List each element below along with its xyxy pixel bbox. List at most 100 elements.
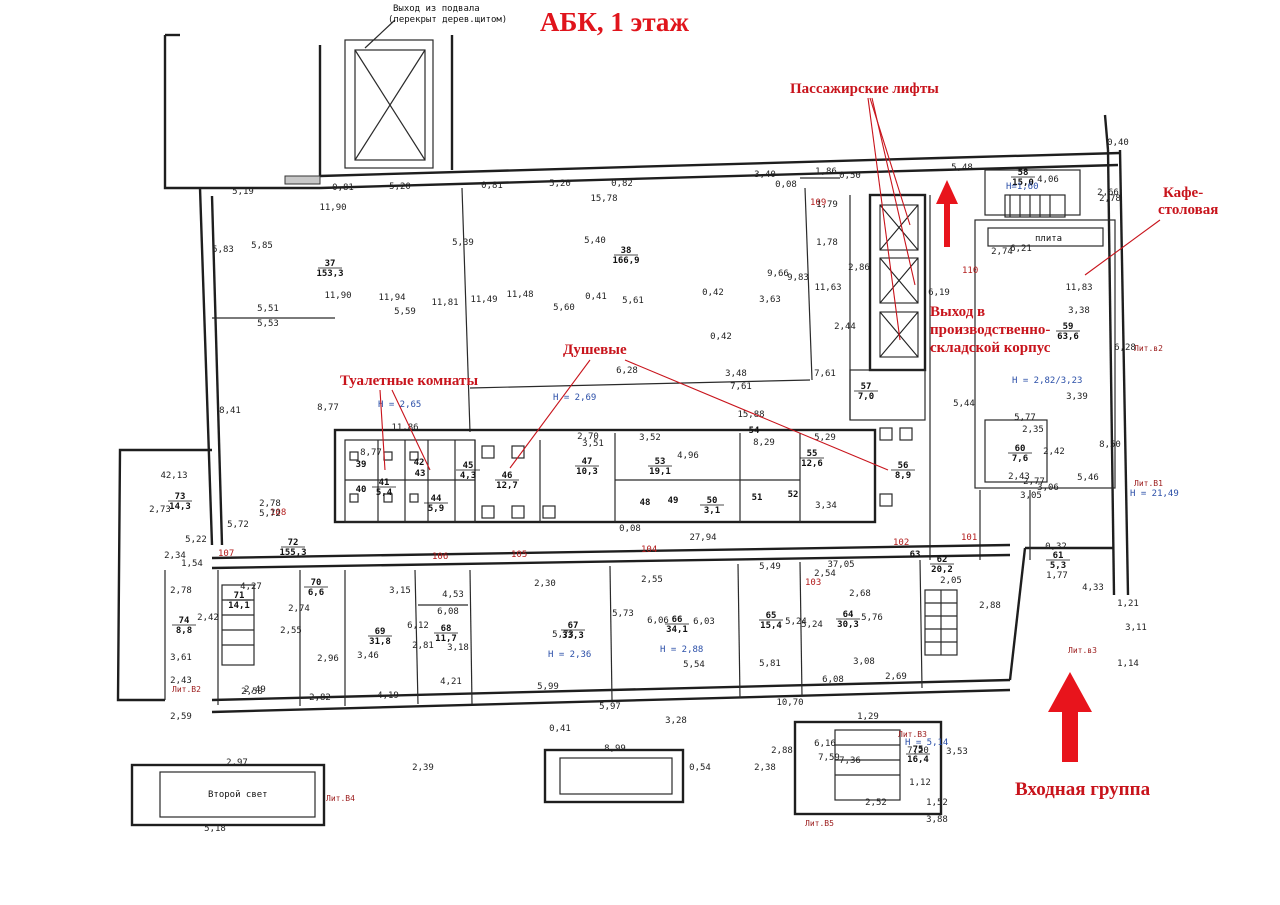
- dimension-label: 7,59: [818, 753, 840, 763]
- room-area: 12,7: [496, 481, 518, 491]
- dimension-label: 2,96: [317, 654, 339, 664]
- lift-shafts: [849, 193, 931, 560]
- room-number: 59: [1063, 322, 1074, 332]
- dimension-label: 0,81: [481, 181, 503, 191]
- dimension-label: 3,38: [1068, 306, 1090, 316]
- dimension-label: 11,90: [319, 203, 346, 213]
- dimension-label: 2,55: [280, 626, 302, 636]
- dimension-label: 11,94: [378, 293, 405, 303]
- room-area: 31,8: [369, 637, 391, 647]
- dimension-label: 2,43: [1008, 472, 1030, 482]
- room-number: 42: [414, 458, 425, 468]
- room-area: 30,3: [837, 620, 859, 630]
- dimension-label: 3,88: [926, 815, 948, 825]
- basement-exit-stair: Выход из подвала (перекрыт дерев.щитом): [284, 4, 507, 185]
- height-label: H = 5,14: [905, 738, 948, 748]
- axis-mark: 104: [641, 545, 657, 555]
- dimension-label: 15,78: [590, 194, 617, 204]
- lit-label: Лит.В1: [1134, 479, 1163, 488]
- axis-mark: 103: [805, 578, 821, 588]
- dimension-label: 4,19: [377, 691, 399, 701]
- dimension-label: 5,81: [759, 659, 781, 669]
- room-number: 69: [375, 627, 386, 637]
- axis-mark: 105: [511, 550, 527, 560]
- dimension-label: 0,32: [1045, 542, 1067, 552]
- axis-mark: 106: [432, 552, 448, 562]
- lit-labels: Лит.В1 Лит.В2 Лит.В3 Лит.В4 Лит.В5 Лит.в…: [172, 344, 1163, 828]
- lifts-leader: [867, 97, 901, 341]
- room-area: 19,1: [649, 467, 671, 477]
- dimension-label: 11,81: [431, 298, 458, 308]
- dimension-label: 2,42: [197, 613, 219, 623]
- dimension-label: 2,78: [259, 499, 281, 509]
- dimension-label: 2,78: [1099, 194, 1121, 204]
- room-number: 60: [1015, 444, 1026, 454]
- dimension-label: 1,14: [1117, 659, 1139, 669]
- dimension-label: 5,39: [452, 238, 474, 248]
- axis-mark: 101: [961, 533, 977, 543]
- dimension-label: 5,40: [584, 236, 606, 246]
- showers-leader: [509, 359, 591, 469]
- dimension-label: 5,22: [185, 535, 207, 545]
- lit-label: Лит.В4: [326, 794, 355, 803]
- toilets-callout: Туалетные комнаты: [340, 373, 478, 389]
- dimension-label: 5,76: [861, 613, 883, 623]
- dimension-label: 1,12: [909, 778, 931, 788]
- lifts-leader: [871, 97, 916, 286]
- room-number: 45: [463, 461, 474, 471]
- dimension-label: 3,34: [815, 501, 837, 511]
- dimension-label: 5,20: [389, 182, 411, 192]
- room-area: 14,3: [169, 502, 191, 512]
- room-number: 61: [1053, 551, 1064, 561]
- room-number: 72: [288, 538, 299, 548]
- room-number: 52: [788, 490, 799, 500]
- entrance-arrow: [1048, 672, 1092, 762]
- dimension-label: 0,41: [549, 724, 571, 734]
- dimension-label: 5,18: [204, 824, 226, 834]
- dimension-label: 8,99: [604, 744, 626, 754]
- room-number: 44: [431, 494, 442, 504]
- dimension-label: 0,08: [775, 180, 797, 190]
- dimension-label: 6,28: [616, 366, 638, 376]
- dimension-label: 2,86: [848, 263, 870, 273]
- dimension-label: 2,81: [412, 641, 434, 651]
- room-number: 40: [356, 485, 367, 495]
- room-number: 37: [325, 259, 336, 269]
- dimension-label: 2,54: [814, 569, 836, 579]
- dimension-label: 6,08: [437, 607, 459, 617]
- room-number: 67: [568, 621, 579, 631]
- dimension-label: 6,06: [647, 616, 669, 626]
- room-area: 6,6: [308, 588, 324, 598]
- dimension-label: 2,73: [149, 505, 171, 515]
- dimension-label: 3,28: [665, 716, 687, 726]
- room-number: 49: [668, 496, 679, 506]
- dimension-label: 5,51: [257, 304, 279, 314]
- dimension-label: 42,13: [160, 471, 187, 481]
- room-number: 65: [766, 611, 777, 621]
- cafe-callout-2: столовая: [1158, 202, 1218, 218]
- dimension-label: 27,94: [689, 533, 716, 543]
- exit-callout: Выход в: [930, 304, 985, 320]
- dimension-label: 5,20: [549, 179, 571, 189]
- room-number: 71: [234, 591, 245, 601]
- basement-exit-note-2: (перекрыт дерев.щитом): [388, 15, 507, 25]
- room-number: 58: [1018, 168, 1029, 178]
- dimension-label: 2,74: [991, 247, 1013, 257]
- dimension-label: 6,03: [693, 617, 715, 627]
- room-number: 62: [937, 555, 948, 565]
- room-area: 5,3: [1050, 561, 1066, 571]
- room-number: 39: [356, 460, 367, 470]
- dimension-label: 11,49: [470, 295, 497, 305]
- dimension-label: 1,79: [816, 200, 838, 210]
- dimension-label: 2,66: [1097, 188, 1119, 198]
- dimension-label: 2,68: [849, 589, 871, 599]
- dimension-label: 1,52: [926, 798, 948, 808]
- room-area: 7,0: [858, 392, 874, 402]
- room-area: 33,3: [562, 631, 584, 641]
- dimension-label: 8,77: [360, 448, 382, 458]
- dimension-label: 4,53: [442, 590, 464, 600]
- cafe-leader: [1084, 219, 1161, 276]
- room-area: 5,9: [428, 504, 444, 514]
